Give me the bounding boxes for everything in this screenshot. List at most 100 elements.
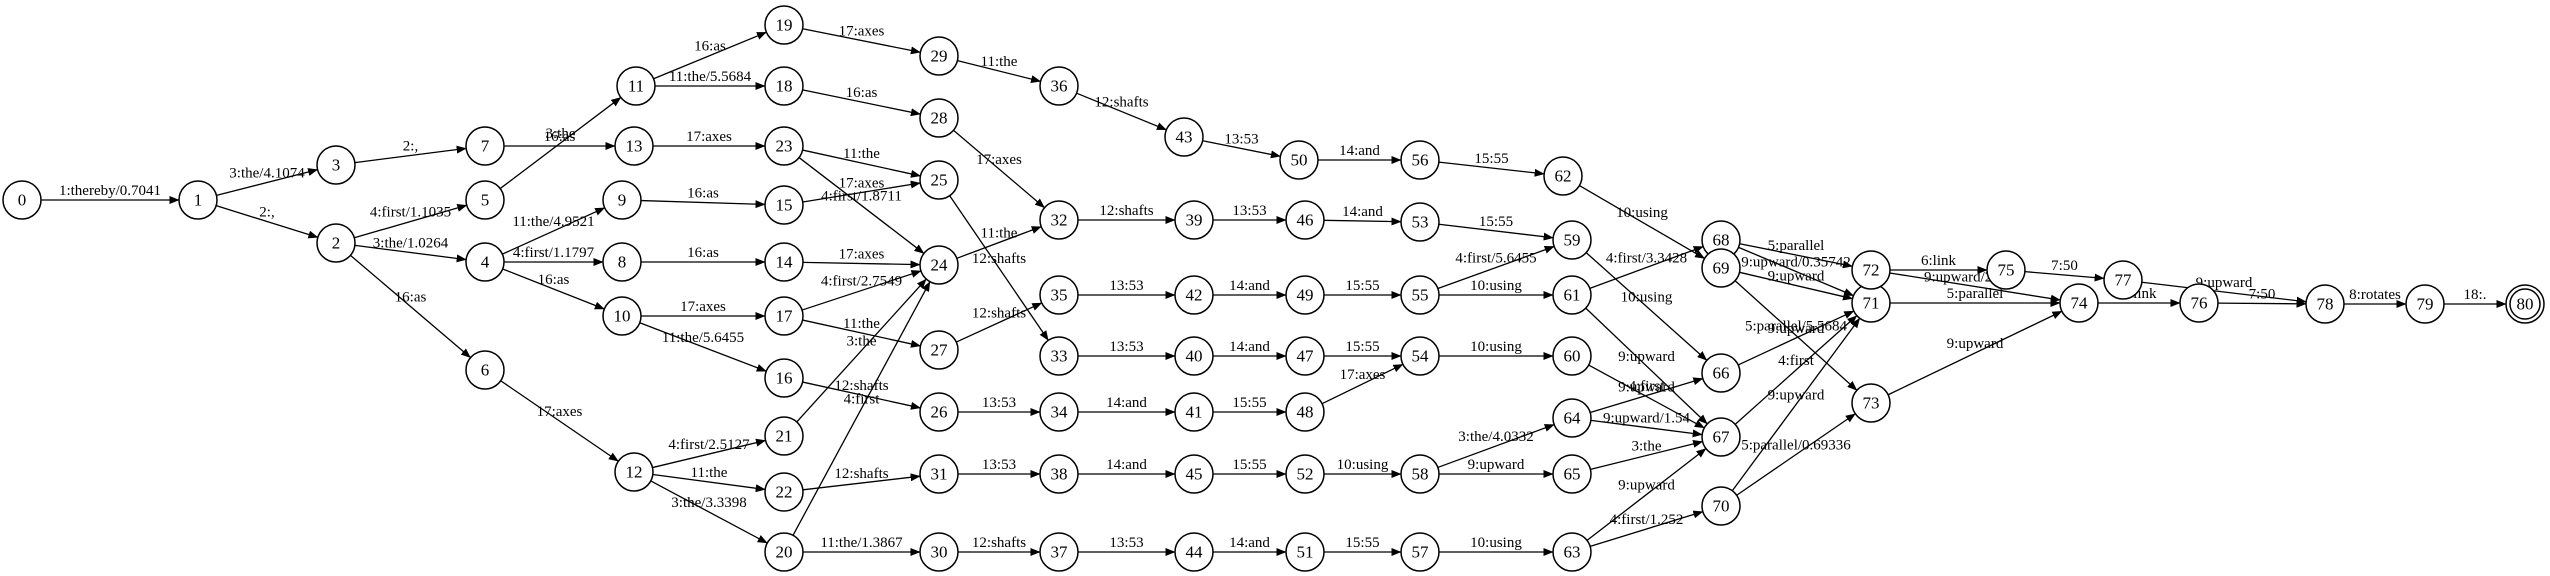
node-circle-30 (919, 532, 959, 572)
edge-label-25-33: 12:shafts (972, 251, 1026, 267)
edge-60-67 (1588, 364, 1705, 429)
edge-label-20-30: 11:the/1.3867 (820, 535, 903, 551)
node-label-72: 72 (1863, 261, 1880, 280)
edge-9-15 (640, 199, 766, 209)
edge-label-40-47: 14:and (1229, 339, 1270, 355)
node-49: 49 (1285, 275, 1325, 315)
edge-label-23-25: 11:the (843, 146, 880, 162)
node-circle-74 (2059, 283, 2099, 323)
node-circle-14 (764, 242, 804, 282)
edge-label-72-75: 6:link (1921, 253, 1957, 269)
node-48: 48 (1285, 392, 1325, 432)
node-label-44: 44 (1186, 543, 1204, 562)
node-51: 51 (1285, 532, 1325, 572)
node-label-49: 49 (1297, 286, 1314, 305)
edge-48-54 (1321, 363, 1404, 405)
edge-63-67 (1586, 448, 1707, 541)
node-label-70: 70 (1713, 497, 1730, 516)
edge-53-59 (1438, 223, 1554, 241)
node-label-8: 8 (618, 253, 627, 272)
edge-label-18-28: 16:as (846, 85, 878, 101)
final-state-inner-ring (2509, 288, 2541, 320)
edge-14-24 (802, 260, 921, 269)
edge-label-13-23: 17:axes (686, 129, 732, 145)
edge-label-2-6: 16:as (395, 290, 427, 306)
node-55: 55 (1400, 275, 1440, 315)
node-label-11: 11 (628, 77, 644, 96)
edge-label-34-41: 14:and (1106, 395, 1147, 411)
node-5: 5 (465, 180, 505, 220)
node-label-77: 77 (2115, 271, 2133, 290)
node-label-48: 48 (1297, 403, 1314, 422)
node-label-80: 80 (2517, 295, 2534, 314)
node-circle-42 (1174, 275, 1214, 315)
node-66: 66 (1701, 353, 1741, 393)
node-23: 23 (764, 126, 804, 166)
node-14: 14 (764, 242, 804, 282)
node-circle-44 (1174, 532, 1214, 572)
node-45: 45 (1174, 454, 1214, 494)
edge-70-73 (1736, 413, 1856, 496)
node-11: 11 (616, 66, 656, 106)
node-label-69: 69 (1713, 259, 1730, 278)
node-36: 36 (1039, 66, 1079, 106)
node-label-20: 20 (776, 543, 793, 562)
node-33: 33 (1039, 336, 1079, 376)
node-3: 3 (316, 145, 356, 185)
node-label-25: 25 (931, 171, 948, 190)
node-label-28: 28 (931, 109, 948, 128)
node-17: 17 (764, 296, 804, 336)
node-circle-45 (1174, 454, 1214, 494)
node-circle-23 (764, 126, 804, 166)
node-label-38: 38 (1051, 465, 1068, 484)
node-24: 24 (919, 245, 959, 285)
node-circle-67 (1701, 417, 1741, 457)
node-58: 58 (1400, 454, 1440, 494)
node-26: 26 (919, 392, 959, 432)
edge-77-78 (2141, 281, 2307, 305)
node-circle-56 (1400, 140, 1440, 180)
node-label-66: 66 (1713, 364, 1730, 383)
edge-label-67-71: 4:first (1778, 353, 1815, 369)
edge-label-51-57: 15:55 (1345, 535, 1379, 551)
edge-65-67 (1590, 439, 1704, 471)
edge-label-8-14: 16:as (687, 245, 719, 261)
node-label-64: 64 (1564, 409, 1582, 428)
node-label-60: 60 (1564, 347, 1581, 366)
edge-12-21 (652, 438, 767, 469)
edge-label-23-24: 4:first/1.8711 (821, 189, 902, 205)
node-circle-75 (1986, 250, 2026, 290)
node-circle-52 (1285, 454, 1325, 494)
edge-label-44-51: 14:and (1229, 535, 1270, 551)
edge-label-54-60: 10:using (1470, 339, 1522, 355)
node-circle-26 (919, 392, 959, 432)
node-circle-37 (1039, 532, 1079, 572)
node-63: 63 (1552, 532, 1592, 572)
node-37: 37 (1039, 532, 1079, 572)
node-9: 9 (602, 180, 642, 220)
node-circle-8 (602, 242, 642, 282)
edge-22-31 (802, 473, 921, 491)
node-75: 75 (1986, 250, 2026, 290)
node-30: 30 (919, 532, 959, 572)
edge-label-24-32: 11:the (981, 226, 1018, 242)
node-27: 27 (919, 330, 959, 370)
edge-label-4-8: 4:first/1.1797 (513, 245, 595, 261)
node-circle-31 (919, 454, 959, 494)
edge-label-1-2: 2:, (259, 205, 274, 221)
node-circle-66 (1701, 353, 1741, 393)
edge-17-27 (802, 319, 921, 348)
node-circle-51 (1285, 532, 1325, 572)
node-circle-55 (1400, 275, 1440, 315)
node-78: 78 (2305, 284, 2345, 324)
node-68: 68 (1701, 220, 1741, 260)
node-15: 15 (764, 185, 804, 225)
edge-69-71 (1739, 271, 1853, 301)
node-57: 57 (1400, 532, 1440, 572)
edge-label-68-71: 9:upward/0.35742 (1741, 255, 1851, 271)
edge-label-33-40: 13:53 (1109, 339, 1143, 355)
node-circle-78 (2305, 284, 2345, 324)
node-47: 47 (1285, 336, 1325, 376)
edge-19-29 (802, 28, 921, 55)
node-label-34: 34 (1051, 403, 1069, 422)
